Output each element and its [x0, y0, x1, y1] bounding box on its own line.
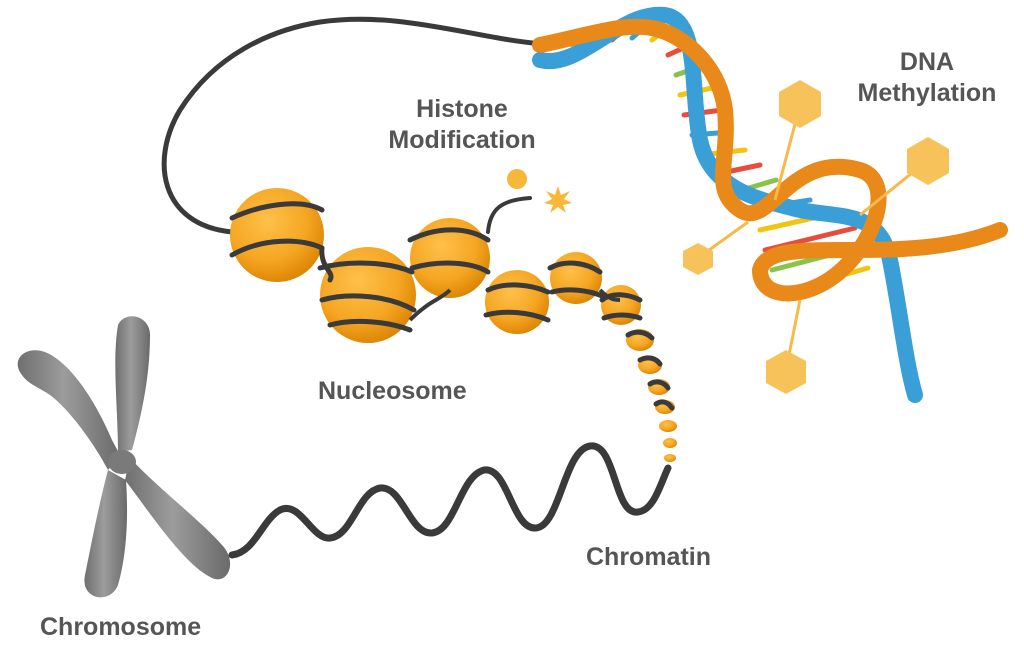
dna-helix-icon — [532, 6, 1008, 403]
dna-loop-strand — [161, 16, 548, 235]
histone-tail-icon — [486, 169, 572, 234]
chromatin-strand — [228, 442, 672, 559]
histone-label-line2: Modification — [388, 126, 536, 154]
histone-label-line1: Histone — [416, 95, 508, 123]
chromosome-label: Chromosome — [40, 613, 202, 641]
dna-label-line2: Methylation — [857, 79, 997, 107]
chromatin-label: Chromatin — [586, 543, 711, 571]
nucleosome-label: Nucleosome — [318, 377, 467, 405]
chromosome-icon — [17, 316, 231, 598]
methyl-group-icon — [683, 80, 949, 394]
dna-label-line1: DNA — [899, 48, 955, 76]
dna-methylation-label: DNA Methylation — [832, 47, 1022, 109]
nucleosome-icon — [229, 188, 677, 462]
histone-modification-label: Histone Modification — [362, 94, 562, 156]
